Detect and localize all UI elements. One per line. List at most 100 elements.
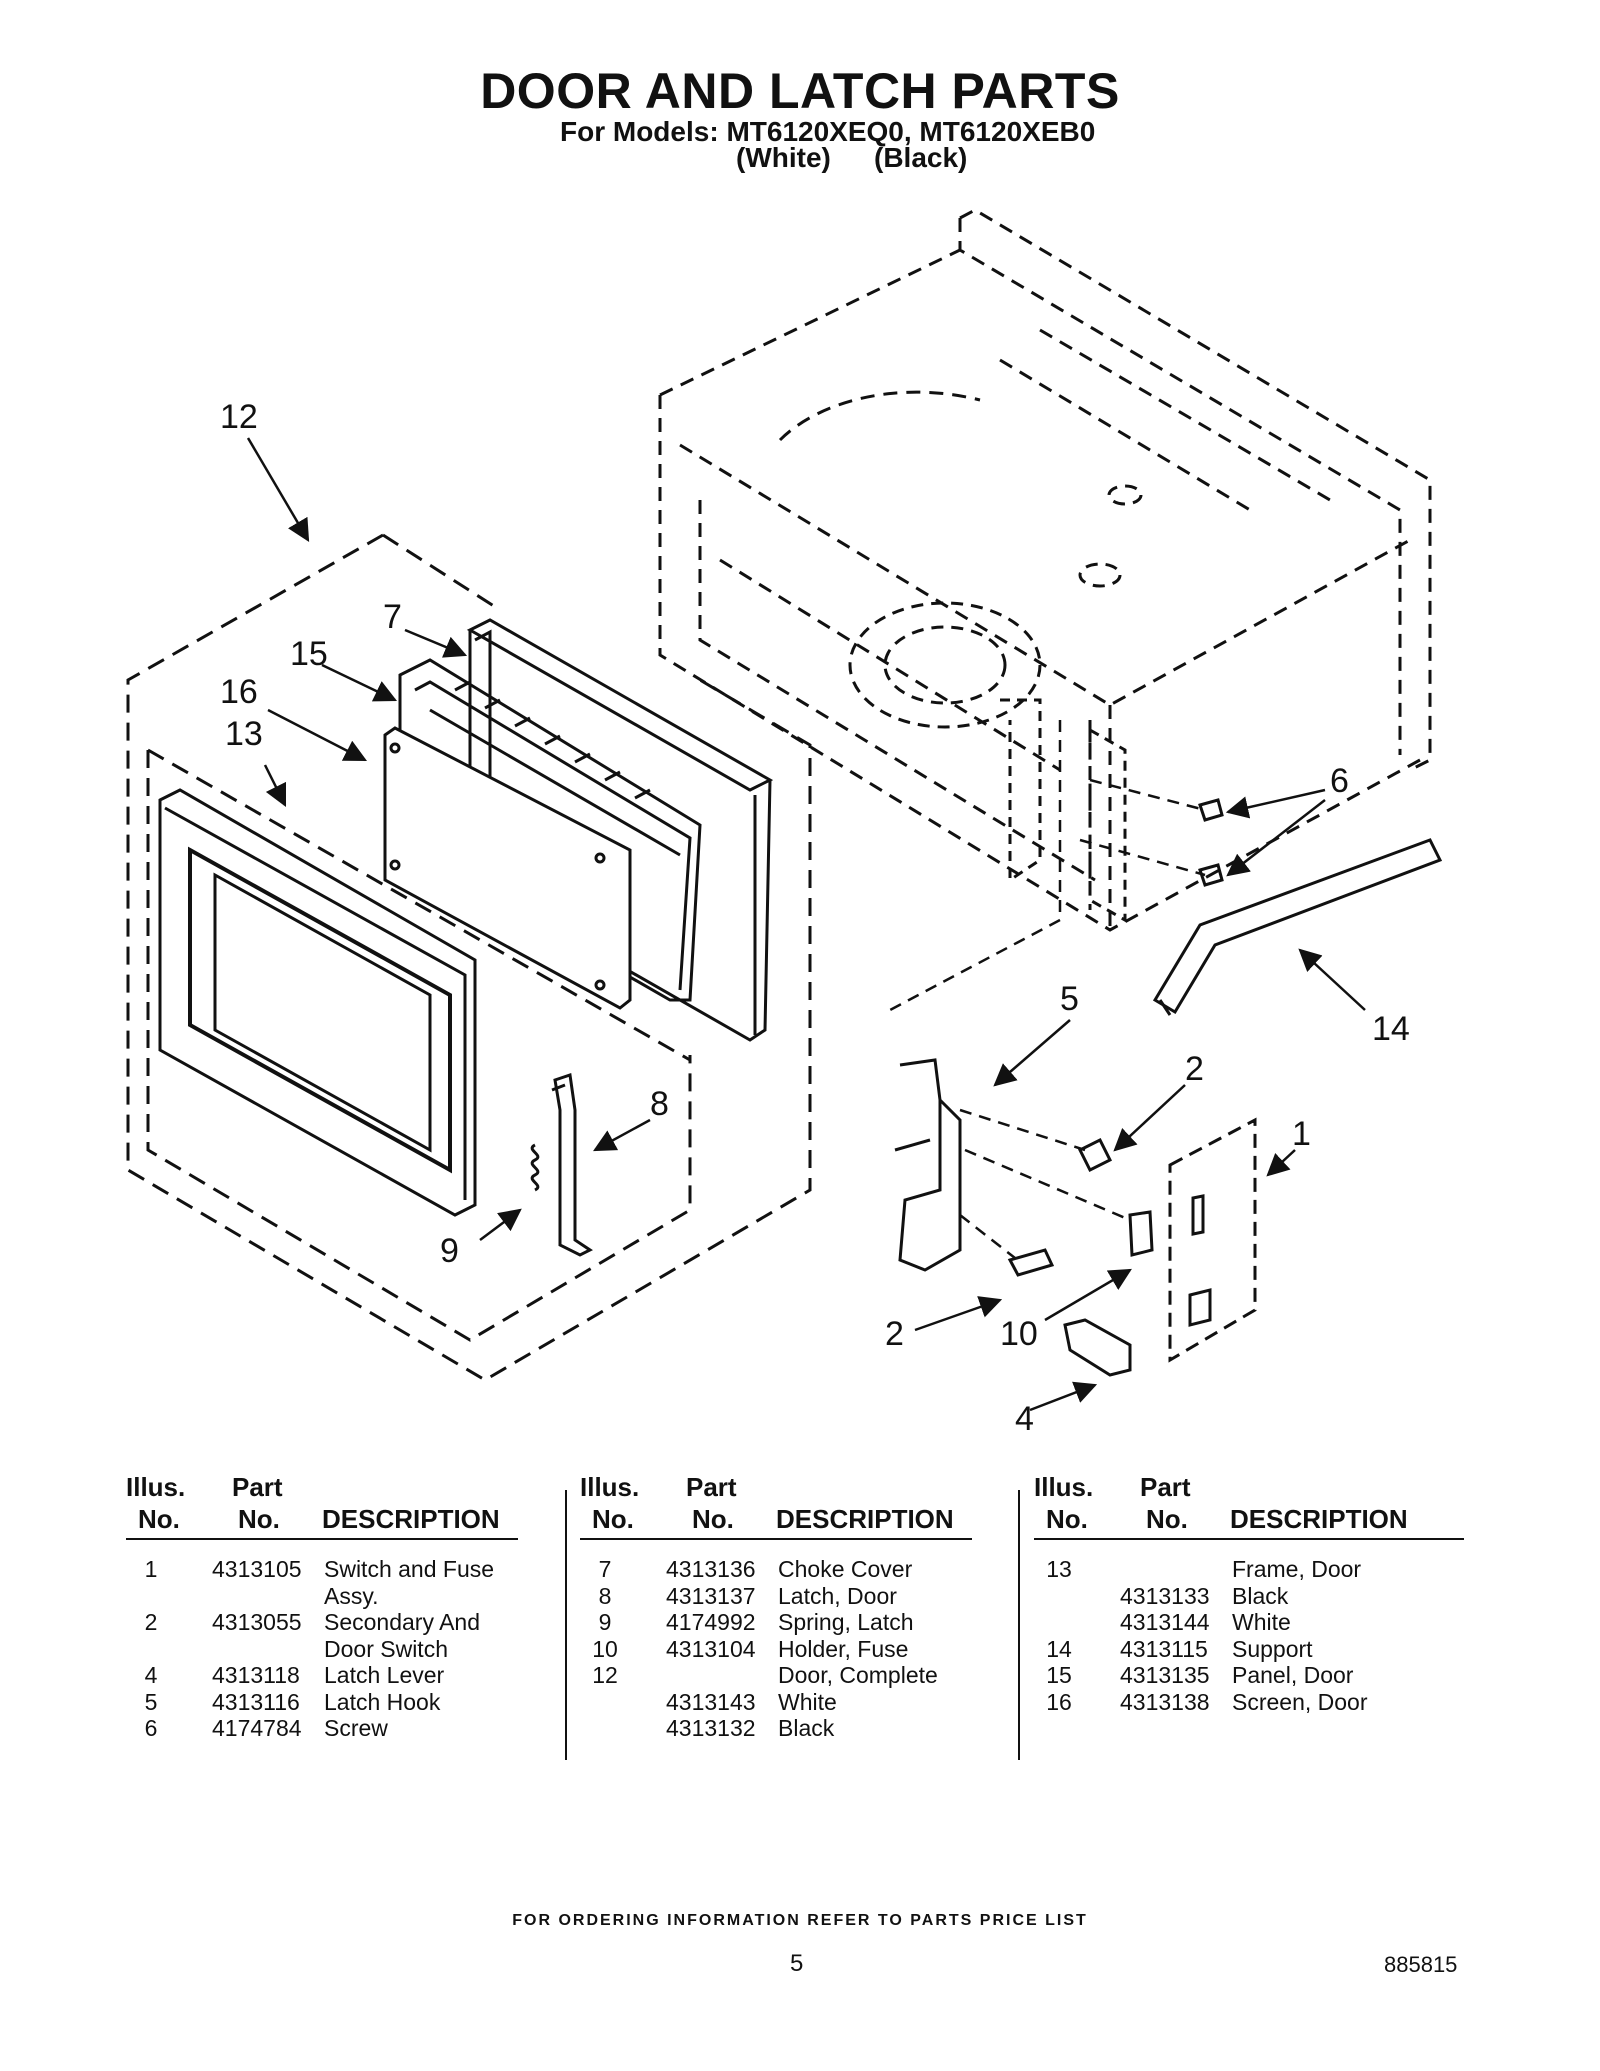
door-frame: [158, 788, 477, 1217]
illus-no-cell: 5: [144, 1688, 158, 1715]
oven-cavity-outline: [658, 208, 1432, 932]
header-part-no: No.: [1146, 1504, 1188, 1534]
description-cell: White: [1232, 1609, 1291, 1635]
switch-fuse-assy: [1168, 1117, 1257, 1363]
callout-14: 14: [1372, 1010, 1410, 1048]
description-cell: Spring, Latch: [778, 1609, 914, 1635]
part-no-cell: 4174992: [666, 1609, 756, 1635]
header-illus-no: No.: [1046, 1504, 1088, 1534]
header-part: Part: [686, 1472, 737, 1502]
header-part: Part: [232, 1472, 283, 1502]
callout-10: 10: [1000, 1315, 1038, 1353]
document-number: 885815: [1384, 1952, 1458, 1977]
part-no-cell: 4313115: [1120, 1635, 1208, 1662]
assembly-lines: [889, 720, 1206, 1259]
part-no-cell: 4313133: [1120, 1582, 1210, 1609]
header-illus: Illus.: [1034, 1472, 1094, 1502]
part-no-cell: 4313135: [1120, 1662, 1210, 1688]
column-separator: [565, 1490, 567, 1760]
latch-spring: [530, 1143, 540, 1192]
latch-lever: [1063, 1318, 1132, 1377]
ordering-note: FOR ORDERING INFORMATION REFER TO PARTS …: [512, 1912, 1088, 1929]
page-number: 5: [790, 1950, 804, 1977]
header-rule: [126, 1538, 518, 1540]
header-description: DESCRIPTION: [322, 1504, 500, 1534]
illus-no-cell: 15: [1046, 1662, 1072, 1688]
latch-hook: [894, 1058, 962, 1272]
callout-2-lower: 2: [885, 1315, 904, 1353]
description-cell: Holder, Fuse: [778, 1635, 909, 1662]
door-latch: [551, 1073, 593, 1257]
header-description: DESCRIPTION: [776, 1504, 954, 1534]
illus-no-cell: 6: [144, 1715, 158, 1741]
column-separator: [1018, 1490, 1020, 1760]
description-cell: White: [778, 1688, 837, 1715]
callout-4: 4: [1015, 1400, 1034, 1438]
header-description: DESCRIPTION: [1230, 1504, 1408, 1534]
illus-no-cell: 9: [598, 1609, 612, 1635]
door-screen: [383, 726, 632, 1010]
description-cell: Door Switch: [324, 1635, 448, 1662]
part-no-cell: 4313055: [212, 1609, 302, 1635]
door-panel: [398, 658, 702, 1002]
description-cell: Black: [778, 1715, 835, 1741]
color-label-white: (White): [736, 142, 831, 173]
illus-no-cell: 7: [598, 1556, 612, 1582]
callout-5: 5: [1060, 980, 1079, 1018]
header-rule: [580, 1538, 972, 1540]
description-cell: Support: [1232, 1635, 1313, 1662]
fuse-parts: [1188, 1194, 1212, 1327]
support-bar: [1152, 838, 1443, 1016]
description-cell: Screw: [324, 1715, 388, 1741]
header-illus-no: No.: [592, 1504, 634, 1534]
illus-no-cell: 4: [144, 1662, 158, 1688]
part-no-cell: 4313116: [212, 1688, 300, 1715]
part-no-cell: 4313138: [1120, 1688, 1210, 1715]
description-cell: Latch, Door: [778, 1582, 897, 1609]
callout-6: 6: [1330, 762, 1349, 800]
callout-leaders: [246, 437, 1366, 1412]
header-part-no: No.: [692, 1504, 734, 1534]
part-no-cell: 4313118: [212, 1662, 300, 1688]
description-cell: Assy.: [324, 1582, 379, 1609]
description-cell: Secondary And: [324, 1609, 481, 1635]
turntable-outline: [848, 484, 1143, 729]
illus-no-cell: 16: [1046, 1688, 1072, 1715]
door-complete-outline: [126, 533, 812, 1382]
description-cell: Panel, Door: [1232, 1662, 1354, 1688]
header-illus-no: No.: [138, 1504, 180, 1534]
description-cell: Screen, Door: [1232, 1688, 1368, 1715]
callout-13: 13: [225, 715, 263, 753]
callout-1: 1: [1292, 1115, 1311, 1153]
part-no-cell: 4313136: [666, 1556, 756, 1582]
illus-no-cell: 1: [144, 1556, 158, 1582]
header-illus: Illus.: [126, 1472, 186, 1502]
part-no-cell: 4313105: [212, 1556, 302, 1582]
exploded-parts-diagram: 12 7 15 16 13 6 5 14 2 1 8 9 2 10 4: [126, 208, 1443, 1438]
description-cell: Latch Hook: [324, 1688, 441, 1715]
callout-9: 9: [440, 1232, 459, 1270]
callout-12: 12: [220, 398, 258, 436]
description-cell: Latch Lever: [324, 1662, 445, 1688]
models-subtitle: For Models: MT6120XEQ0, MT6120XEB0: [560, 116, 1096, 147]
part-no-cell: 4313137: [666, 1582, 756, 1609]
screws: [1198, 798, 1224, 887]
callout-8: 8: [650, 1085, 669, 1123]
part-no-cell: 4313104: [666, 1635, 756, 1662]
description-cell: Door, Complete: [778, 1662, 938, 1688]
illus-no-cell: 14: [1046, 1635, 1072, 1662]
description-cell: Black: [1232, 1582, 1289, 1609]
header-part-no: No.: [238, 1504, 280, 1534]
page-title: DOOR AND LATCH PARTS: [480, 63, 1120, 119]
color-label-black: (Black): [874, 142, 968, 173]
part-no-cell: 4174784: [212, 1715, 302, 1741]
callout-7: 7: [383, 598, 402, 636]
illus-no-cell: 12: [592, 1662, 618, 1688]
callout-15: 15: [290, 635, 328, 673]
latch-bracket-outline: [1000, 698, 1127, 923]
description-cell: Choke Cover: [778, 1556, 913, 1582]
header-illus: Illus.: [580, 1472, 640, 1502]
description-cell: Frame, Door: [1232, 1556, 1362, 1582]
illus-no-cell: 10: [592, 1635, 618, 1662]
illus-no-cell: 8: [598, 1582, 612, 1609]
